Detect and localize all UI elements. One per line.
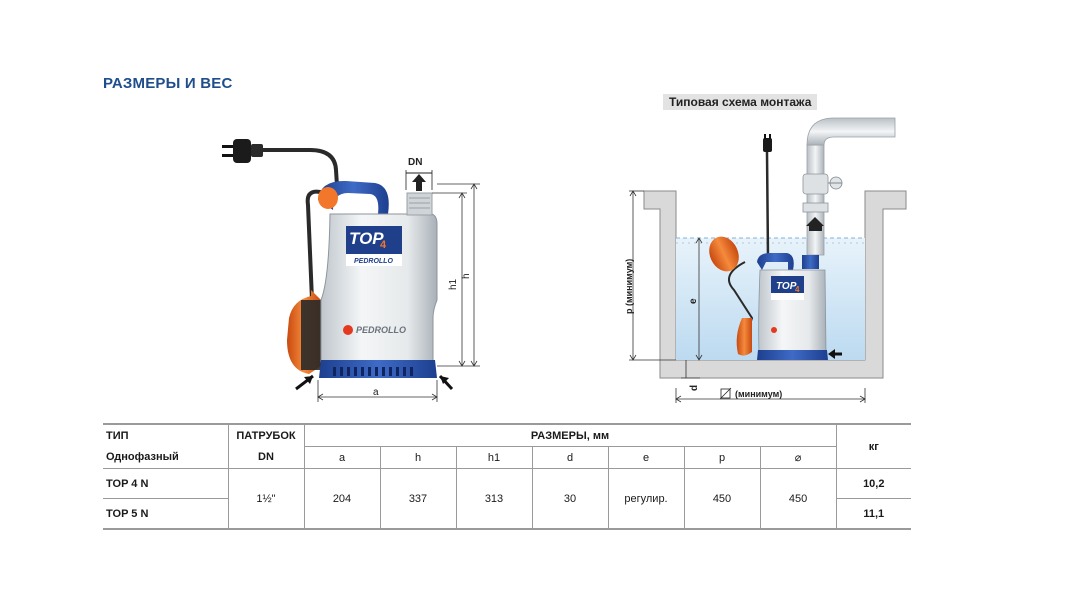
height-dimensions [432, 183, 480, 367]
float-switch [287, 189, 331, 374]
col-p: p [683, 446, 760, 469]
pump-logo-top: TOP [349, 229, 384, 248]
diameter-min-label: (минимум) [735, 389, 782, 399]
intake-arrows [295, 374, 454, 391]
pump-body [318, 180, 438, 378]
value-h: 337 [379, 468, 456, 530]
table-header-row-1: ТИП ПАТРУБОК РАЗМЕРЫ, мм кг [103, 423, 912, 469]
model-top4n: TOP 4 N [103, 468, 228, 499]
header-single-phase: Однофазный [103, 446, 228, 469]
h-label: h [461, 273, 472, 279]
value-p: 450 [683, 468, 760, 530]
installation-caption: Типовая схема монтажа [663, 94, 818, 110]
install-pump-logo-top: TOP [776, 281, 797, 292]
a-label: a [373, 387, 379, 398]
installation-diagram [629, 117, 907, 403]
col-h1: h1 [455, 446, 532, 469]
install-pump-logo-number: 4 [795, 285, 800, 294]
pump-logo-brand: PEDROLLO [354, 258, 393, 265]
diameter-icon [719, 387, 732, 400]
kg-top4n: 10,2 [836, 468, 912, 499]
model-top5n: TOP 5 N [103, 498, 228, 530]
value-a: 204 [303, 468, 380, 530]
outlet-value: 1½" [227, 468, 304, 530]
pump-body-brand: PEDROLLO [356, 325, 406, 335]
table-row: TOP 4 N 1½" 204 337 313 30 регулир. 450 … [103, 468, 912, 530]
dimensions-table: ТИП ПАТРУБОК РАЗМЕРЫ, мм кг Однофазный D… [103, 423, 912, 530]
value-h1: 313 [455, 468, 532, 530]
power-plug [222, 139, 339, 187]
header-outlet: ПАТРУБОК [227, 423, 304, 447]
header-dimensions: РАЗМЕРЫ, мм [303, 423, 837, 447]
col-h: h [379, 446, 456, 469]
header-type: ТИП [103, 423, 228, 447]
value-e: регулир. [607, 468, 684, 530]
value-diameter: 450 [759, 468, 837, 530]
table-header-row-2: Однофазный DN a h h1 d e p ⌀ [103, 446, 911, 469]
table-row: TOP 5 N 11,1 [103, 498, 912, 530]
col-diameter: ⌀ [759, 446, 837, 469]
col-d: d [531, 446, 608, 469]
p-min-label: p (минимум) [624, 259, 634, 314]
h1-label: h1 [448, 278, 459, 290]
e-label: e [688, 298, 699, 304]
dn-label: DN [408, 157, 422, 168]
width-dimension [317, 380, 438, 402]
col-e: e [607, 446, 684, 469]
col-a: a [303, 446, 380, 469]
pump-logo-number: 4 [380, 239, 387, 251]
value-d: 30 [531, 468, 608, 530]
section-title: РАЗМЕРЫ И ВЕС [103, 75, 233, 92]
kg-top5n: 11,1 [836, 498, 912, 530]
header-kg: кг [836, 423, 912, 469]
d-label: d [689, 385, 700, 391]
header-dn: DN [227, 446, 304, 469]
dn-outlet-marker [405, 170, 433, 191]
